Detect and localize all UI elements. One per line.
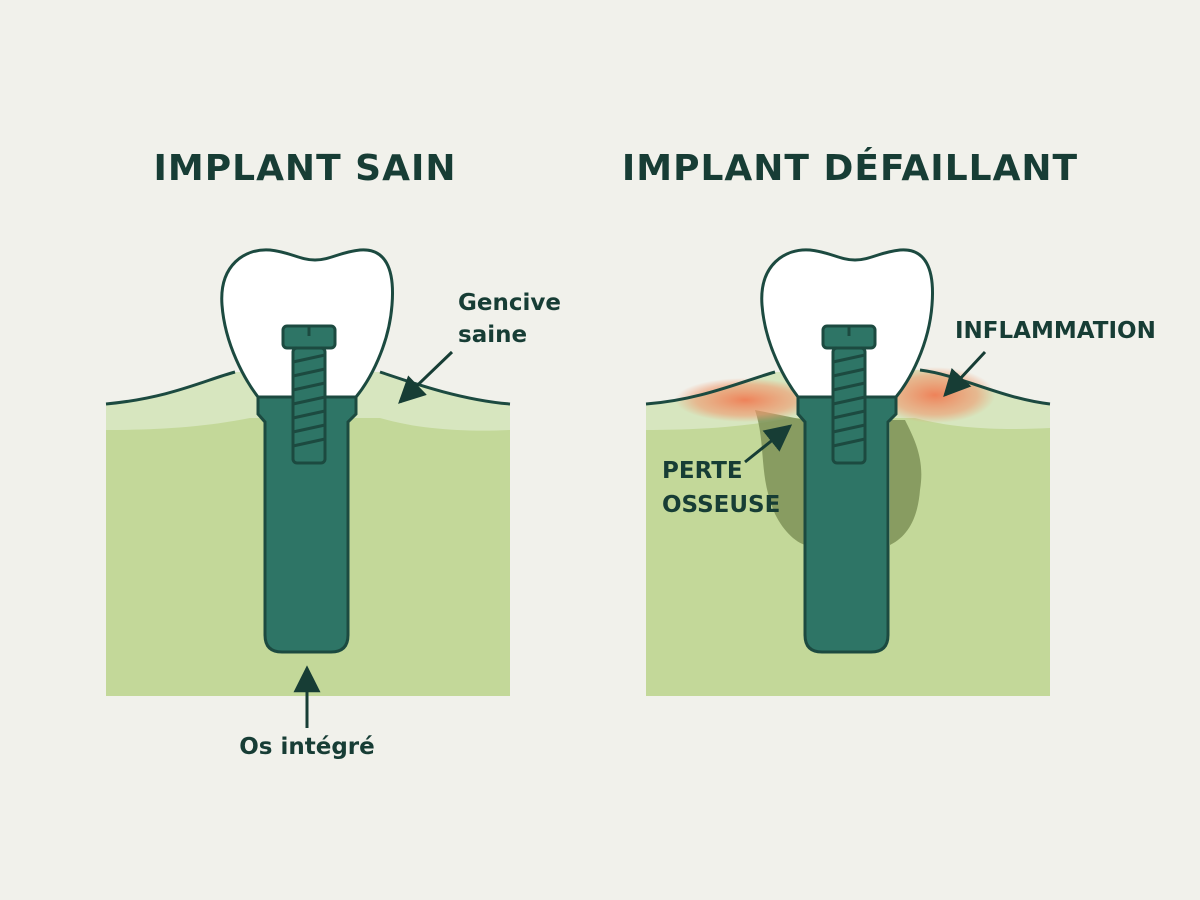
failing-implant-panel: IMPLANT DÉFAILLANT (622, 147, 1156, 696)
inflammation-arrow (943, 350, 987, 397)
bone-loss-arrow (744, 424, 793, 464)
failing-crown (760, 248, 935, 399)
bone-loss-label-line1: PERTE (662, 458, 743, 484)
healthy-gum-label-line2: saine (458, 322, 527, 348)
healthy-panel-title: IMPLANT SAIN (154, 148, 457, 189)
healthy-implant-fixture (256, 395, 358, 654)
healthy-crown (220, 248, 395, 399)
inflammation-left (675, 378, 815, 422)
failing-panel-title: IMPLANT DÉFAILLANT (622, 147, 1078, 189)
healthy-gum-arrow (398, 350, 454, 404)
healthy-gum-label-line1: Gencive (458, 290, 561, 316)
healthy-abutment-screw (281, 324, 337, 465)
failing-implant-fixture (796, 395, 898, 654)
bone-loss-area (755, 410, 922, 545)
bone-loss-label-line2: OSSEUSE (662, 492, 780, 518)
healthy-implant-panel: IMPLANT SAIN Gencive sai (105, 148, 561, 760)
healthy-gum-line (105, 370, 511, 406)
failing-abutment-screw (821, 324, 877, 465)
failing-gum-line (645, 368, 1051, 406)
healthy-bone-label: Os intégré (239, 734, 375, 760)
inflammation-label: INFLAMMATION (955, 318, 1156, 344)
